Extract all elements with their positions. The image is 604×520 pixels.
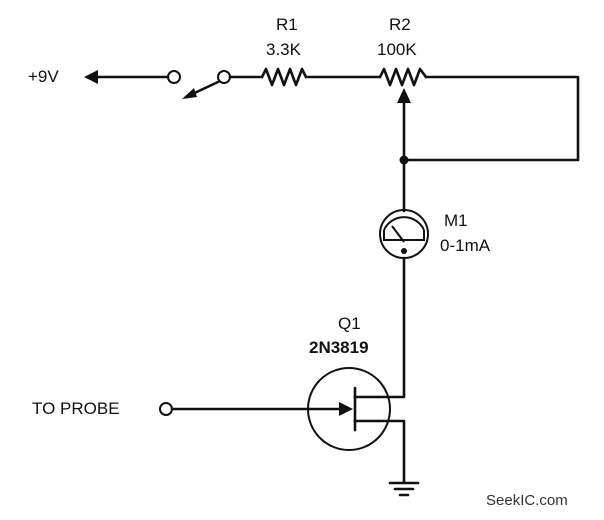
ground-symbol [388,481,420,497]
potentiometer-r2 [378,67,428,87]
m1-label: M1 [444,211,468,230]
jfet-q1 [307,367,391,451]
wire-r2-loop [402,75,580,162]
r2-label: R2 [389,15,411,34]
m1-value: 0-1mA [440,236,491,255]
watermark-text: SeekIC.com [486,492,568,509]
power-switch [167,70,231,99]
r1-label: R1 [276,15,298,34]
supply-arrow [84,70,170,84]
meter-m1 [379,209,429,259]
r2-wiper-arrow [397,88,411,162]
wire-source-ground [376,419,406,484]
probe-terminal [159,402,173,416]
probe-label: TO PROBE [32,399,120,418]
supply-label: +9V [28,67,59,86]
wire-meter-drain [376,256,406,399]
r2-value: 100K [377,40,417,59]
resistor-r1 [260,67,308,87]
q1-part-number: 2N3819 [309,338,369,357]
q1-label: Q1 [338,314,361,333]
r1-value: 3.3K [266,40,302,59]
